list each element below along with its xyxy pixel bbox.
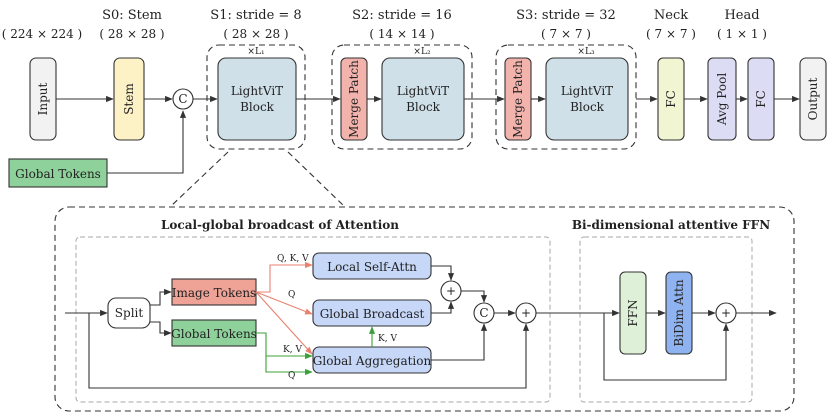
avg-pool-label: Avg Pool — [715, 73, 729, 126]
stage1-repeat: ×L₁ — [247, 47, 264, 57]
ffn-title: Bi-dimensional attentive FFN — [572, 218, 770, 232]
lightvit-s1-line1: LightViT — [231, 84, 283, 98]
output-block — [799, 57, 827, 141]
stage-size-neck: ( 7 × 7 ) — [646, 27, 696, 41]
merge-patch-s2-label: Merge Patch — [347, 60, 361, 138]
global-broadcast-label: Global Broadcast — [320, 307, 425, 321]
ffn-label: FFN — [626, 299, 640, 326]
zoom-line-right — [287, 151, 346, 208]
input-size-label: ( 224 × 224 ) — [2, 27, 82, 41]
stage-title-head: Head — [724, 8, 759, 23]
lightvit-s3-line2: Block — [570, 100, 605, 114]
global-tokens-input-label: Global Tokens — [15, 167, 101, 181]
stage-title-neck: Neck — [654, 8, 688, 23]
global-aggregation-label: Global Aggregation — [313, 354, 432, 368]
attn-concat-label: C — [479, 306, 488, 320]
stage-size-head: ( 1 × 1 ) — [717, 27, 767, 41]
global-tokens-block — [171, 319, 257, 347]
attention-panel — [75, 236, 551, 403]
lightvit-block-s3 — [545, 57, 629, 141]
lightvit-s2-line1: LightViT — [397, 84, 449, 98]
split-block — [107, 297, 151, 329]
label-kv-mid: K, V — [378, 334, 397, 344]
global-tokens-input — [8, 158, 108, 188]
global-tokens-label: Global Tokens — [171, 327, 257, 341]
local-self-attn-label: Local Self-Attn — [327, 260, 417, 274]
label-kv-left: K, V — [283, 345, 302, 355]
residual-plus-label-2: + — [721, 306, 731, 320]
stage-title-stem: S0: Stem — [102, 8, 162, 23]
detail-panel — [54, 206, 795, 412]
label-q-mid: Q — [288, 290, 295, 300]
label-q-bottom: Q — [288, 371, 295, 381]
image-tokens-block — [171, 278, 257, 306]
bidim-attn-label: BiDim Attn — [672, 279, 686, 346]
stage2-repeat: ×L₂ — [413, 47, 431, 57]
residual-plus-label-1: + — [521, 306, 531, 320]
stem-label: Stem — [122, 83, 136, 115]
label-qkv-top: Q, K, V — [277, 254, 309, 264]
concat-label: C — [178, 92, 187, 106]
lightvit-block-s1 — [217, 57, 297, 141]
image-tokens-label: Image Tokens — [172, 286, 256, 300]
attention-title: Local-global broadcast of Attention — [161, 218, 399, 232]
stage-size-stem: ( 28 × 28 ) — [99, 27, 164, 41]
ffn-panel — [579, 236, 753, 403]
lightvit-s3-line1: LightViT — [561, 84, 613, 98]
split-label: Split — [115, 306, 144, 320]
stage3-repeat: ×L₃ — [577, 47, 595, 57]
stage-title-s3: S3: stride = 32 — [516, 8, 616, 23]
stage-title-s2: S2: stride = 16 — [352, 8, 452, 23]
stage-title-s1: S1: stride = 8 — [210, 8, 301, 23]
zoom-line-left — [169, 151, 229, 208]
lightvit-s2-line2: Block — [406, 100, 441, 114]
merge-patch-s3-label: Merge Patch — [511, 60, 525, 138]
output-label: Output — [806, 78, 820, 121]
lightvit-s1-line2: Block — [240, 100, 275, 114]
stage2-group — [331, 44, 473, 150]
stage3-group — [495, 44, 637, 150]
stage-size-s2: ( 14 × 14 ) — [369, 27, 434, 41]
neck-fc-label: FC — [664, 90, 678, 108]
head-fc-label: FC — [754, 90, 768, 108]
lightvit-block-s2 — [381, 57, 465, 141]
stage-size-s1: ( 28 × 28 ) — [223, 27, 288, 41]
input-label: Input — [36, 82, 50, 115]
stage-size-s3: ( 7 × 7 ) — [541, 27, 591, 41]
attn-plus-label: + — [446, 284, 456, 298]
stage1-group — [206, 44, 306, 150]
